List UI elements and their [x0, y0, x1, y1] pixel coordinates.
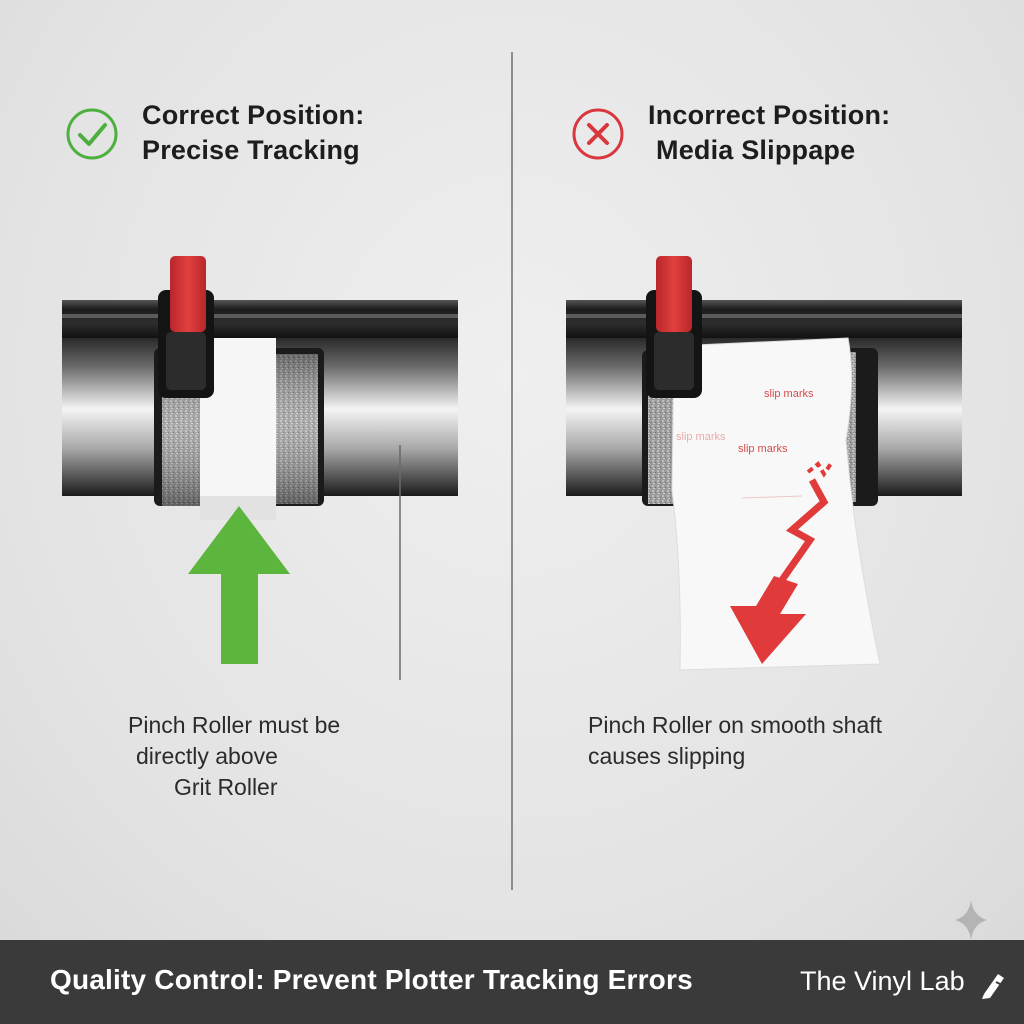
- slip-mark-label: slip marks: [676, 431, 726, 443]
- correct-heading: Correct Position: Precise Tracking: [142, 98, 364, 168]
- panel-divider: [511, 52, 513, 890]
- incorrect-caption: Pinch Roller on smooth shaft causes slip…: [588, 710, 882, 772]
- correct-heading-line2: Precise Tracking: [142, 135, 360, 165]
- brand-name: The Vinyl Lab: [800, 966, 965, 996]
- incorrect-caption-line1: Pinch Roller on smooth shaft: [588, 712, 883, 738]
- check-circle-icon: [66, 108, 118, 160]
- pen-sparkle-icon: [982, 974, 1004, 999]
- correct-caption-line3: Grit Roller: [174, 774, 278, 800]
- slip-mark-label: slip marks: [738, 443, 788, 455]
- incorrect-heading-line2: Media Slippape: [656, 135, 856, 165]
- incorrect-heading: Incorrect Position: Media Slippape: [648, 98, 890, 168]
- incorrect-roller-illustration: slip marks slip marks slip marks: [566, 256, 962, 671]
- footer-bar: Quality Control: Prevent Plotter Trackin…: [0, 940, 1024, 1024]
- incorrect-heading-line1: Incorrect Position:: [648, 100, 891, 130]
- x-circle-icon: [572, 108, 624, 160]
- correct-caption: Pinch Roller must be directly above Grit…: [128, 710, 340, 803]
- correct-caption-line1: Pinch Roller must be: [128, 712, 341, 738]
- slip-mark-label: slip marks: [764, 388, 814, 400]
- correct-roller-illustration: [62, 256, 458, 680]
- diagram-stage: Correct Position: Precise Tracking Incor…: [0, 0, 1024, 940]
- correct-heading-line1: Correct Position:: [142, 100, 365, 130]
- correct-caption-line2: directly above: [136, 743, 278, 769]
- footer-title: Quality Control: Prevent Plotter Trackin…: [50, 964, 693, 995]
- sparkle-icon: [955, 900, 987, 940]
- incorrect-caption-line2: causes slipping: [588, 743, 746, 769]
